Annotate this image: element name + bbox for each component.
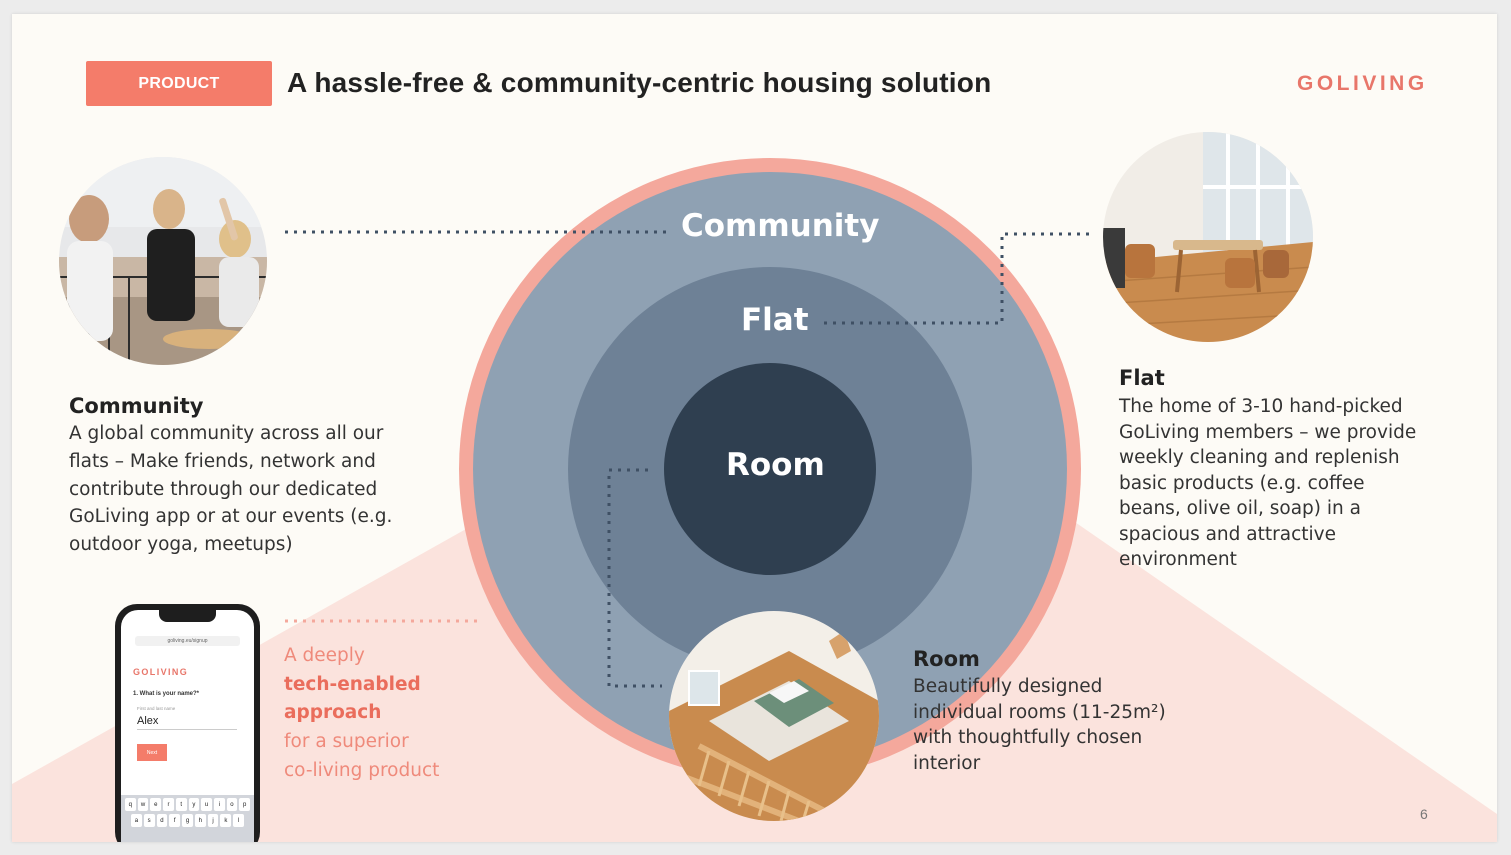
keyboard-key: t — [175, 798, 187, 811]
flat-line: The home of 3-10 hand-picked — [1119, 396, 1403, 417]
keyboard-key: a — [131, 814, 142, 827]
room-line: interior — [913, 752, 981, 774]
community-line: GoLiving app or at our events (e.g. — [69, 506, 393, 528]
phone-question: 1. What is your name?* — [133, 691, 200, 697]
phone-url-bar: goliving.eu/signup — [135, 636, 240, 646]
room-line: Beautifully designed — [913, 676, 1103, 697]
community-description: A global community across all our flats … — [69, 420, 449, 559]
community-line: contribute through our dedicated — [69, 478, 378, 500]
flat-line: environment — [1119, 549, 1237, 571]
concentric-diagram — [285, 158, 1092, 780]
keyboard-key: q — [125, 798, 136, 811]
phone-notch — [159, 610, 216, 622]
keyboard-key: i — [213, 798, 225, 811]
tech-line: for a superior — [284, 731, 409, 753]
brand-logo: GOLIVING — [1297, 72, 1428, 95]
flat-line: weekly cleaning and replenish — [1119, 447, 1400, 469]
flat-description: The home of 3-10 hand-picked GoLiving me… — [1119, 394, 1479, 573]
room-description: Beautifully designed individual rooms (1… — [913, 674, 1213, 776]
flat-photo — [1103, 132, 1313, 342]
community-photo — [59, 157, 267, 365]
tech-emphasis: approach — [284, 702, 382, 724]
flat-line: beans, olive oil, soap) in a — [1119, 498, 1361, 520]
flat-circle-label: Flat — [741, 302, 809, 338]
keyboard-key: h — [194, 814, 206, 827]
tech-line: co-living product — [284, 759, 440, 781]
room-line: individual rooms (11-25m²) — [913, 701, 1166, 723]
phone-mockup: goliving.eu/signup GOLIVING 1. What is y… — [115, 604, 260, 842]
keyboard-key: j — [207, 814, 219, 827]
keyboard-key: d — [156, 814, 168, 827]
keyboard-key: l — [233, 814, 245, 827]
keyboard-key: s — [143, 814, 155, 827]
keyboard-key: e — [150, 798, 162, 811]
phone-next-button: Next — [137, 744, 167, 761]
tech-line: A deeply — [284, 645, 365, 666]
community-heading: Community — [69, 394, 204, 418]
room-heading: Room — [913, 647, 980, 671]
page-title: A hassle-free & community-centric housin… — [287, 67, 992, 98]
phone-name-input: Alex — [137, 715, 237, 730]
keyboard-key: y — [188, 798, 200, 811]
keyboard-key: r — [163, 798, 174, 811]
community-line: flats – Make friends, network and — [69, 450, 376, 472]
slide: PRODUCT A hassle-free & community-centri… — [12, 14, 1497, 842]
community-line: outdoor yoga, meetups) — [69, 534, 293, 555]
room-line: with thoughtfully chosen — [913, 727, 1143, 749]
room-circle — [664, 363, 876, 575]
keyboard-key: p — [239, 798, 251, 811]
room-circle-label: Room — [726, 447, 825, 483]
keyboard-key: o — [226, 798, 238, 811]
flat-line: basic products (e.g. coffee — [1119, 472, 1365, 494]
tech-approach-text: A deeply tech-enabled approach for a sup… — [284, 642, 484, 785]
product-tag: PRODUCT — [86, 61, 272, 106]
flat-heading: Flat — [1119, 366, 1165, 390]
flat-line: GoLiving members – we provide — [1119, 421, 1417, 443]
keyboard-key: f — [169, 814, 181, 827]
keyboard-key: w — [137, 798, 149, 811]
phone-hint: First and last name — [137, 706, 176, 711]
keyboard-key: k — [220, 814, 232, 827]
room-photo — [669, 611, 879, 821]
community-line: A global community across all our — [69, 423, 384, 444]
connector-room — [607, 468, 662, 688]
keyboard-key: u — [201, 798, 212, 811]
page-number: 6 — [1420, 806, 1428, 822]
tech-emphasis: tech-enabled — [284, 673, 421, 695]
phone-brand: GOLIVING — [133, 667, 189, 677]
flat-line: spacious and attractive — [1119, 523, 1336, 545]
community-circle-label: Community — [681, 208, 880, 244]
keyboard-key: g — [182, 814, 193, 827]
phone-screen: goliving.eu/signup GOLIVING 1. What is y… — [121, 610, 254, 842]
